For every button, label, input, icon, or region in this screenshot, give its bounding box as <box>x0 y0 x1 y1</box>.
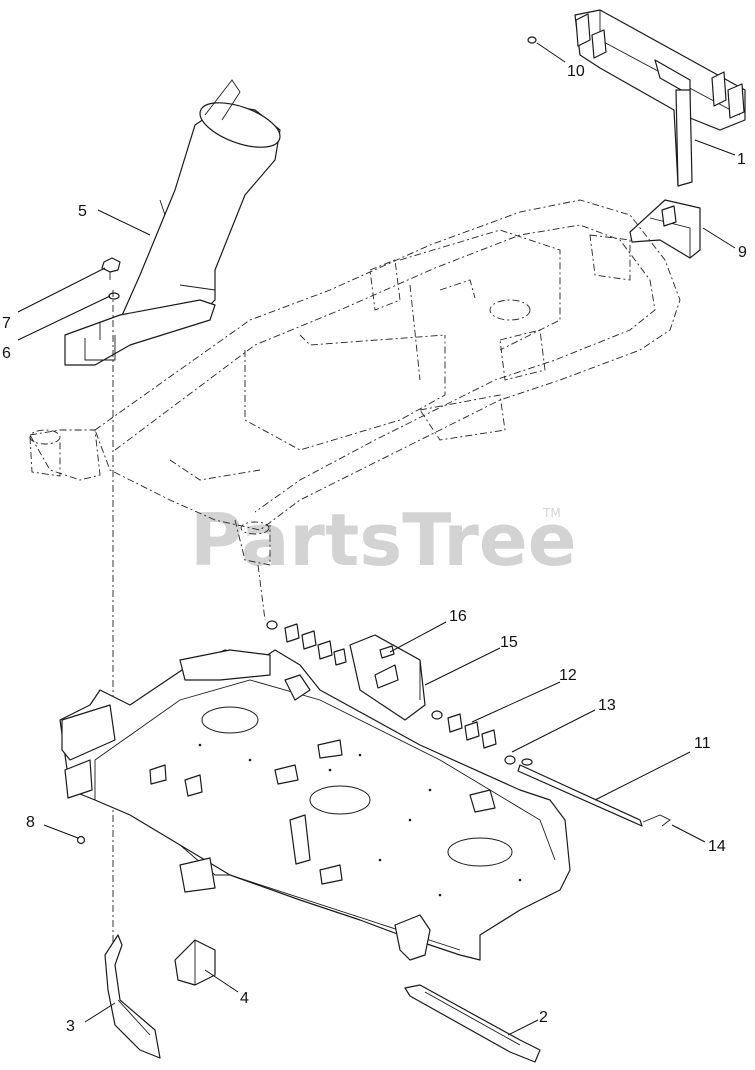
leader-14 <box>671 824 706 843</box>
callout-6: 6 <box>2 345 11 362</box>
tractor-frame <box>29 199 681 566</box>
callout-14: 14 <box>708 838 726 855</box>
callout-8: 8 <box>26 814 35 831</box>
callout-3: 3 <box>66 1018 75 1035</box>
callout-15: 15 <box>500 634 518 651</box>
centerline-pivot <box>257 564 266 621</box>
part-16-plate <box>349 634 426 721</box>
part-6-washer <box>108 292 120 300</box>
leader-5 <box>97 209 151 236</box>
spacer-stack-lower <box>431 710 516 765</box>
callout-2: 2 <box>539 1009 548 1026</box>
leader-2 <box>507 1019 539 1036</box>
leader-3 <box>84 1002 116 1023</box>
callout-11: 11 <box>694 735 711 752</box>
leader-lines <box>17 42 736 1036</box>
leader-13 <box>511 709 596 753</box>
mower-deck <box>59 649 571 961</box>
leader-8 <box>43 824 79 839</box>
part-3-deflector <box>104 934 161 1059</box>
callout-labels: 1 2 3 4 5 6 7 8 9 10 11 12 13 14 15 16 <box>2 63 747 1035</box>
leader-11 <box>594 751 691 801</box>
part-8-nut <box>76 835 86 845</box>
callout-5: 5 <box>78 203 87 220</box>
part-mount-bracket <box>629 199 701 259</box>
spacer-stack-upper <box>266 620 347 666</box>
callout-10: 10 <box>567 63 585 80</box>
leader-4 <box>204 969 239 993</box>
leader-15 <box>424 647 501 686</box>
leader-7 <box>17 267 106 313</box>
callout-16: 16 <box>449 608 467 625</box>
part-discharge-chute <box>64 79 281 366</box>
leader-12 <box>471 681 561 723</box>
callout-13: 13 <box>598 697 616 714</box>
leader-10 <box>536 42 566 63</box>
part-7-knob <box>101 257 121 280</box>
part-10-pin <box>527 36 537 44</box>
part-2-blade <box>404 984 541 1063</box>
callout-7: 7 <box>2 315 11 332</box>
leader-6 <box>17 295 111 341</box>
watermark-text: PartsTree <box>190 498 577 582</box>
leader-16 <box>389 621 447 653</box>
watermark-trademark: TM <box>542 506 561 520</box>
callout-9: 9 <box>738 244 747 261</box>
leader-9 <box>702 227 736 249</box>
part-14-clip <box>642 814 671 827</box>
callout-1: 1 <box>737 151 746 168</box>
leader-1 <box>694 139 736 156</box>
part-hitch-frame <box>574 9 746 187</box>
callout-4: 4 <box>240 990 249 1007</box>
callout-12: 12 <box>559 667 577 684</box>
part-11-rod <box>517 758 643 827</box>
part-4-bracket <box>174 939 216 986</box>
